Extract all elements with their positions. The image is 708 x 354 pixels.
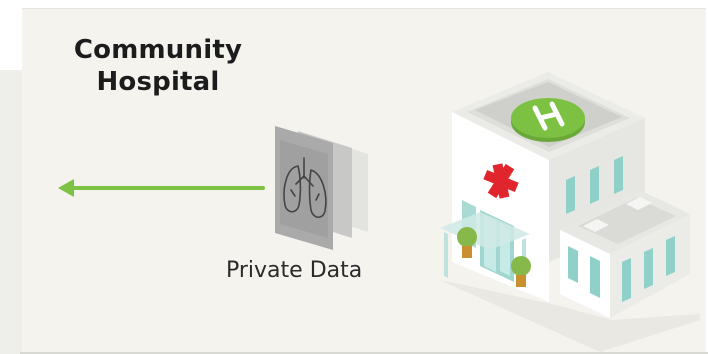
background-strip <box>0 70 22 354</box>
window-group <box>566 156 623 214</box>
plant-icon <box>457 227 531 287</box>
hospital-building-icon <box>440 72 700 352</box>
lung-scan-icon <box>275 126 368 250</box>
title-line-2: Hospital <box>96 67 220 97</box>
medical-cross-icon <box>483 163 519 199</box>
left-arrow-icon <box>58 179 265 197</box>
private-data-label: Private Data <box>226 258 363 283</box>
panel-bottom-edge <box>20 352 708 354</box>
title-line-1: Community <box>73 35 243 65</box>
helipad-icon <box>511 98 585 142</box>
hospital-title: Community Hospital <box>63 34 253 98</box>
